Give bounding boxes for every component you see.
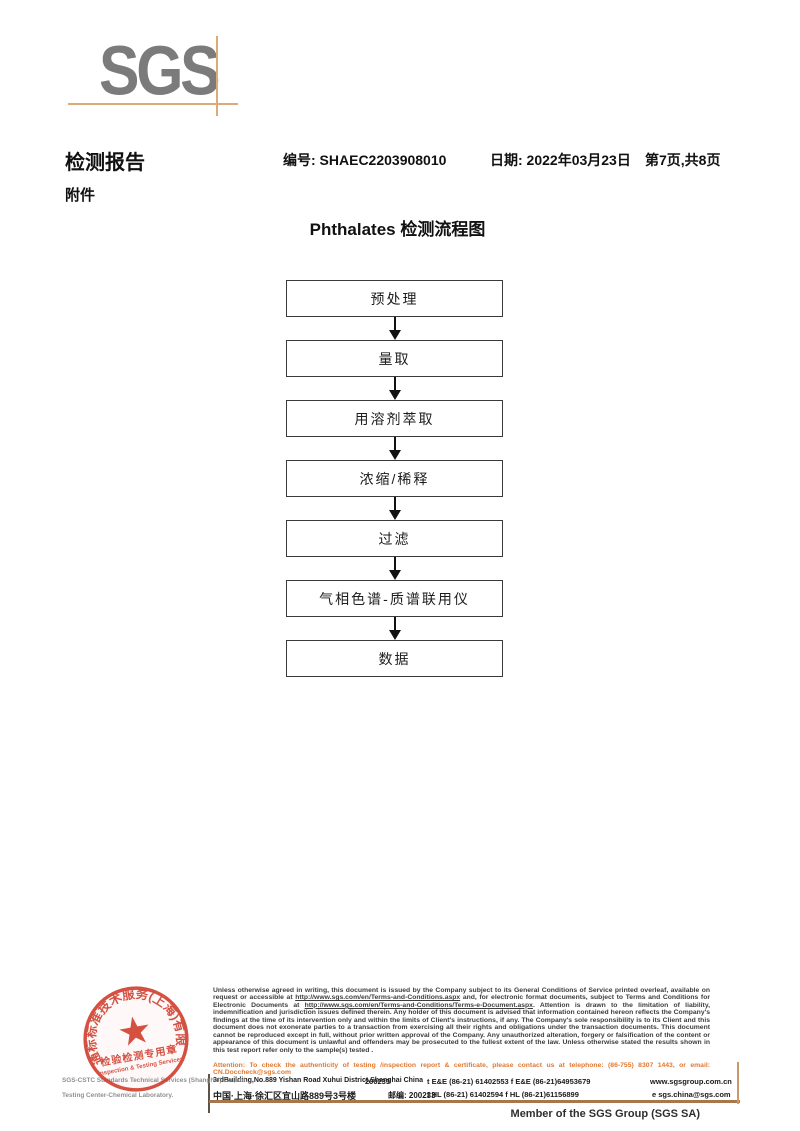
legal-disclaimer: Unless otherwise agreed in writing, this… [213,987,710,1054]
arrow-down-icon [388,557,402,580]
page-indicator: 第7页,共8页 [645,152,721,168]
arrow-down-icon [388,377,402,400]
footer-horizontal-line [209,1100,740,1103]
flow-step-filter: 过滤 [286,520,503,557]
sgs-logo: SGS [99,31,221,110]
arrow-down-icon [388,497,402,520]
report-number: 编号: SHAEC2203908010 [283,152,447,168]
arrow-down-icon [388,437,402,460]
stamp-ring [83,986,189,1092]
telephone-chinese: t HL (86-21) 61402594 f HL (86-21)611568… [427,1090,579,1099]
email-address: e sgs.china@sgs.com [652,1090,731,1099]
company-seal-stamp: 通标标准技术服务(上海)有限公司 ★ 检验检测专用章 Inspection & … [68,971,191,1092]
footer-left-divider [208,1074,210,1113]
address-chinese: 中国·上海·徐汇区宜山路889号3号楼 [213,1091,357,1101]
terms-url: http://www.sgs.com/en/Terms-and-Conditio… [295,994,461,1002]
flow-step-solvent-extraction: 用溶剂萃取 [286,400,503,437]
flow-step-gcms: 气相色谱-质谱联用仪 [286,580,503,617]
arrow-down-icon [388,617,402,640]
report-date: 日期: 2022年03月23日 [490,152,631,168]
disclaimer-text: and, for electronic format documents, su… [213,994,710,1009]
flow-step-concentrate-dilute: 浓缩/稀释 [286,460,503,497]
terms-e-document-url: http://www.sgs.com/en/Terms-and-Conditio… [304,1001,533,1009]
logo-horizontal-line [68,103,238,105]
attachment-label: 附件 [65,187,96,204]
flow-step-data: 数据 [286,640,503,677]
flow-step-pretreatment: 预处理 [286,280,503,317]
postcode-english: 200233 [365,1077,391,1086]
flowchart-title: Phthalates 检测流程图 [309,220,486,239]
footer-right-crosshair-line [737,1062,739,1104]
telephone-english: t E&E (86-21) 61402553 f E&E (86-21)6495… [427,1077,591,1086]
company-name-line: SGS-CSTC Standards Technical Services (S… [62,1077,248,1084]
attention-notice: Attention: To check the authenticity of … [213,1062,710,1077]
sgs-group-member-note: Member of the SGS Group (SGS SA) [510,1108,700,1120]
star-icon: ★ [114,1008,156,1056]
disclaimer-text: Unless otherwise agreed in writing, this… [213,987,710,1002]
report-title: 检测报告 [65,152,145,174]
arrow-down-icon [388,317,402,340]
laboratory-name-line: Testing Center-Chemical Laboratory. [62,1092,174,1099]
website-url: www.sgsgroup.com.cn [650,1077,732,1086]
disclaimer-text: . Attention is drawn to the limitation o… [213,1001,710,1054]
logo-vertical-line [216,36,218,116]
postcode-chinese: 邮编: 200233 [388,1091,436,1100]
flow-step-measure: 量取 [286,340,503,377]
address-english: 3rdBuilding,No.889 Yishan Road Xuhui Dis… [213,1077,424,1084]
